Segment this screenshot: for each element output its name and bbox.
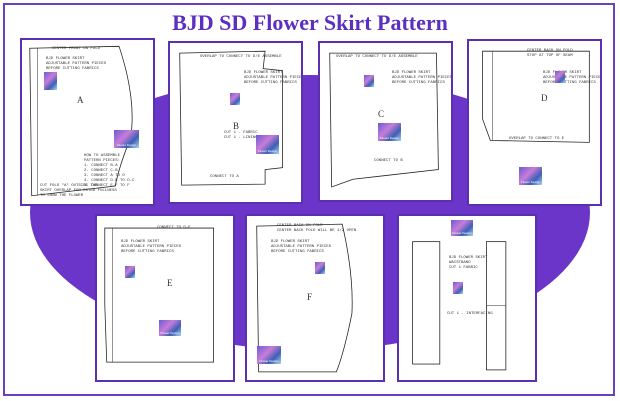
flower-photo-waistband <box>453 282 463 294</box>
info-text-b: BJD FLOWER SKIRT ADJUSTABLE PATTERN PIEC… <box>244 71 303 85</box>
page-title: BJD SD Flower Skirt Pattern <box>172 10 448 35</box>
info-text-c: BJD FLOWER SKIRT ADJUSTABLE PATTERN PIEC… <box>392 71 453 85</box>
piece-letter-c: C <box>378 109 385 119</box>
cut-text-b: CUT 1 - FABRIC CUT 1 - LINING <box>224 131 258 140</box>
piece-letter-f: F <box>307 292 313 302</box>
info-text-f: BJD FLOWER SKIRT ADJUSTABLE PATTERN PIEC… <box>271 240 332 254</box>
pattern-card-waistband[interactable]: Flower Design BJD FLOWER SKIRT WAISTBAND… <box>397 214 537 382</box>
bottom-label-d: OVERLAP TO CONNECT TO E <box>509 137 565 141</box>
bottom-label-c: CONNECT TO B <box>374 159 403 163</box>
logo-photo-c: Flower Design <box>378 123 401 141</box>
flower-photo-a <box>44 72 57 90</box>
logo-photo-e: Flower Design <box>159 320 181 336</box>
pattern-piece-f-outline <box>256 223 353 373</box>
flower-photo-c <box>364 75 374 87</box>
flower-photo-d <box>555 71 565 83</box>
logo-photo-waistband: Flower Design <box>451 220 473 236</box>
cut-text-waistband: CUT 1 - INTERFACING <box>447 312 493 316</box>
top-label-e: CONNECT TO D-E <box>157 226 191 230</box>
fold-label-f: CENTER BACK ON FOLD CENTER BACK FOLD WIL… <box>277 224 357 233</box>
logo-photo-f: Flower Design <box>257 346 281 364</box>
flower-photo-b <box>230 93 240 105</box>
pattern-card-a[interactable]: CENTER FRONT ON FOLD BJD FLOWER SKIRT AD… <box>20 38 155 206</box>
info-text-a: BJD FLOWER SKIRT ADJUSTABLE PATTERN PIEC… <box>46 57 107 71</box>
piece-letter-e: E <box>167 278 173 288</box>
note-text-a: CUT FOLD "A" OUTSIDE THE SKIRT OVERLAP F… <box>40 184 117 198</box>
flower-photo-e <box>125 266 135 278</box>
logo-photo-a: Flower Design <box>114 130 139 148</box>
pattern-card-f[interactable]: CENTER BACK ON FOLD CENTER BACK FOLD WIL… <box>245 214 385 382</box>
piece-letter-b: B <box>233 121 240 131</box>
fold-label-a: CENTER FRONT ON FOLD <box>52 47 101 51</box>
steps-text-a: HOW TO ASSEMBLE PATTERN PIECES: 1. CONNE… <box>84 154 135 188</box>
pattern-piece-waistband-outline <box>412 241 507 371</box>
info-text-d: BJD FLOWER SKIRT ADJUSTABLE PATTERN PIEC… <box>543 71 602 85</box>
info-text-e: BJD FLOWER SKIRT ADJUSTABLE PATTERN PIEC… <box>121 240 182 254</box>
pattern-piece-b-outline <box>179 50 283 186</box>
piece-letter-d: D <box>541 93 548 103</box>
logo-photo-d: Flower Design <box>519 167 542 185</box>
logo-photo-b: Flower Design <box>256 135 279 154</box>
pattern-piece-d-outline <box>482 50 590 143</box>
top-label-b: OVERLAP TO CONNECT TO D/E ASSEMBLE <box>200 55 282 59</box>
pattern-card-c[interactable]: OVERLAP TO CONNECT TO D/E ASSEMBLE BJD F… <box>318 41 453 202</box>
pattern-piece-c-outline <box>329 52 439 188</box>
fold-label-d: CENTER BACK ON FOLD STOP AT TOP OF SEAM <box>527 49 573 58</box>
pattern-piece-e-outline <box>104 227 214 363</box>
piece-letter-a: A <box>77 95 84 105</box>
pattern-card-d[interactable]: CENTER BACK ON FOLD STOP AT TOP OF SEAM … <box>467 39 602 206</box>
pattern-card-b[interactable]: OVERLAP TO CONNECT TO D/E ASSEMBLE BJD F… <box>168 41 303 204</box>
pattern-card-e[interactable]: CONNECT TO D-E BJD FLOWER SKIRT ADJUSTAB… <box>95 214 235 382</box>
top-label-c: OVERLAP TO CONNECT TO D/E ASSEMBLE <box>336 55 418 59</box>
info-text-waistband: BJD FLOWER SKIRT WAISTBAND CUT 1 FABRIC <box>449 256 488 270</box>
flower-photo-f <box>315 262 325 274</box>
bottom-label-b: CONNECT TO A <box>210 175 239 179</box>
